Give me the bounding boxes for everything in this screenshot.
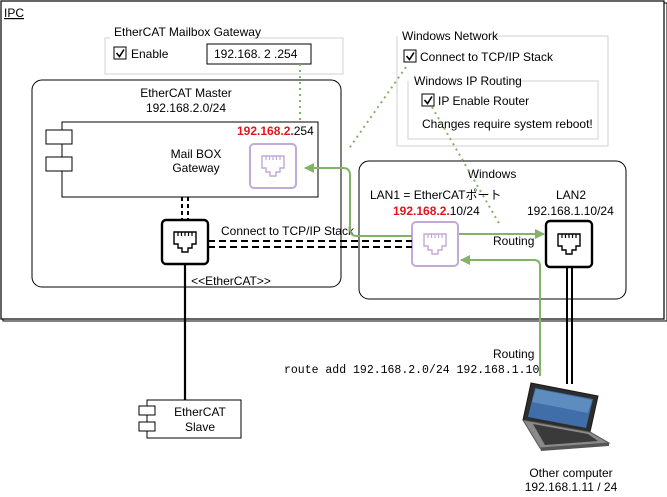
check-icon [405,52,415,61]
windows-title: Windows [468,167,517,181]
lan1-port-icon [411,221,459,267]
ip-enable-router-checkbox[interactable] [421,93,435,107]
other-computer-name: Other computer [529,466,612,480]
connect-tcpip-link-label: Connect to TCP/IP Stack [221,224,355,238]
ipc-label: IPC [4,6,24,20]
ethercat-port-icon [160,218,210,266]
windows-network-group: Windows Network Connect to TCP/IP Stack … [396,29,609,147]
ip-routing-title: Windows IP Routing [414,74,522,88]
route-command: route add 192.168.2.0/24 192.168.1.10 [284,364,539,377]
ethercat-stereotype: <<EtherCAT>> [191,274,271,288]
ip-routing-group: Windows IP Routing IP Enable Router Chan… [407,74,599,140]
lan1-ip: 192.168.2.10/24 [393,204,480,218]
slave-line2: Slave [185,420,215,434]
connect-tcpip-label: Connect to TCP/IP Stack [420,50,554,64]
lan2-to-computer-link [566,267,573,384]
lan2-port-icon [544,219,594,269]
lan2-title: LAN2 [556,188,586,202]
slave-line1: EtherCAT [174,405,226,419]
gateway-port-icon [249,143,297,189]
ethercat-master-title: EtherCAT Master [140,86,232,100]
gateway-ip: 192.168.2.254 [237,124,314,138]
ethercat-to-lan1-link [208,240,412,248]
windows-routing-label: Routing [493,234,534,248]
mailbox-line2: Gateway [172,161,219,175]
ethercat-master-address: 192.168.2.0/24 [146,101,226,115]
other-computer-address: 192.168.1.11 / 24 [525,480,618,494]
check-icon [423,96,433,105]
lan2-ip: 192.168.1.10/24 [527,204,614,218]
check-icon [115,49,125,58]
enable-checkbox[interactable] [113,46,127,60]
gateway-ip-field[interactable]: 192.168. 2 .254 [206,43,312,65]
dotted-associations [299,64,501,226]
ip-enable-router-label: IP Enable Router [438,94,529,108]
windows-network-title: Windows Network [402,29,499,43]
route-label: Routing [493,347,534,361]
ethercat-slave: EtherCAT Slave [138,399,242,439]
internal-link [181,197,189,220]
enable-label: Enable [131,47,169,61]
gateway-ip-value: 192.168. 2 .254 [214,47,298,61]
mailbox-gateway-component: Mail BOX Gateway 192.168.2.254 [45,121,319,198]
mailbox-gateway-title: EtherCAT Mailbox Gateway [114,25,261,39]
reboot-note: Changes require system reboot! [422,117,593,131]
laptop-icon [521,382,611,451]
mailbox-gateway-group: EtherCAT Mailbox Gateway Enable 192.168.… [104,25,344,75]
mailbox-line1: Mail BOX [171,147,222,161]
lan1-title: LAN1 = EtherCATポート [370,188,502,202]
connect-tcpip-checkbox[interactable] [403,49,417,63]
routing-arrows [304,163,545,376]
